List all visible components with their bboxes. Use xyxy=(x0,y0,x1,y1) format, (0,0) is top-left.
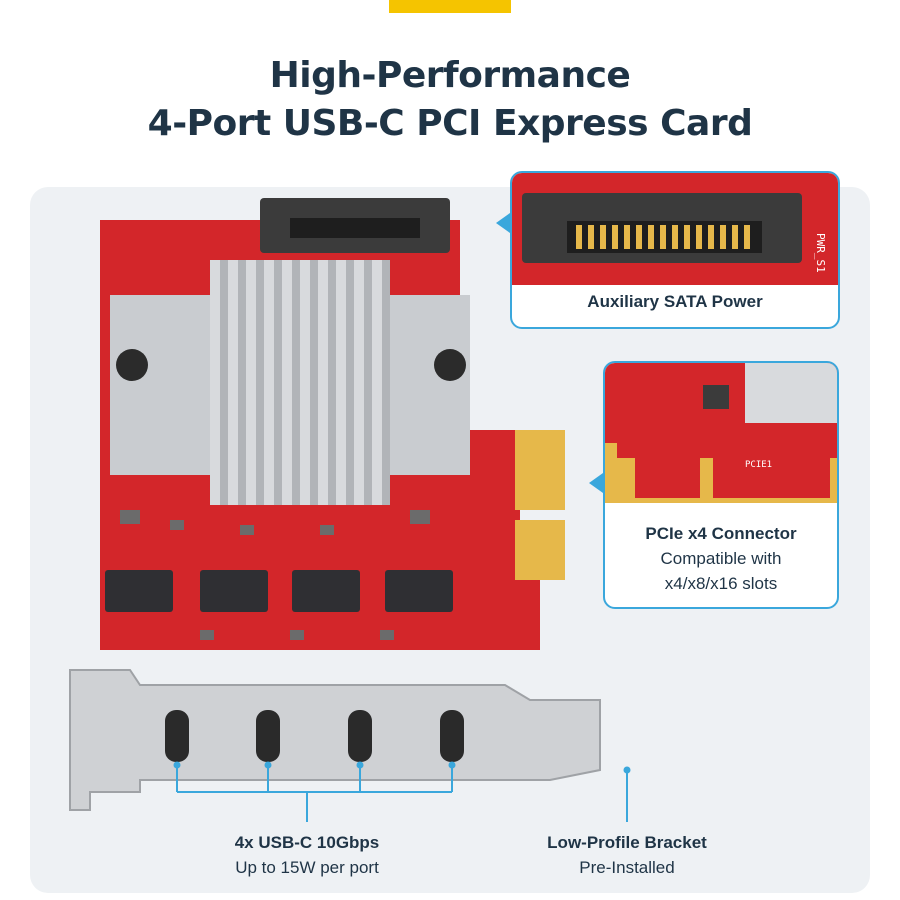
pcie-callout-pointer xyxy=(589,473,603,493)
usb-c-pcie-card-image xyxy=(69,198,601,811)
spring-screw-right xyxy=(434,349,466,381)
bracket-caption: Low-Profile Bracket Pre-Installed xyxy=(507,830,747,880)
pcie-callout-line3: x4/x8/x16 slots xyxy=(664,574,778,593)
heatsink xyxy=(110,260,470,505)
ports-caption: 4x USB-C 10Gbps Up to 15W per port xyxy=(187,830,427,880)
controller-chips xyxy=(105,570,453,612)
pcie-callout: PCIE1 PCIe x4 Connector Compatible with … xyxy=(603,361,839,609)
sata-silkscreen: PWR_S1 xyxy=(814,233,827,273)
page-title: High-Performance 4-Port USB-C PCI Expres… xyxy=(0,52,900,148)
accent-bar xyxy=(389,0,511,13)
title-line-1: High-Performance xyxy=(269,55,631,96)
pcie-silkscreen: PCIE1 xyxy=(745,460,772,470)
pcie-gold-fingers xyxy=(515,430,565,580)
pcie-zoom-image: PCIE1 xyxy=(605,363,837,503)
low-profile-bracket xyxy=(69,669,601,811)
pcie-callout-title: PCIe x4 Connector xyxy=(645,524,797,543)
sata-connector xyxy=(260,198,450,253)
sata-callout-pointer xyxy=(496,213,510,233)
usb-c-ports xyxy=(165,710,464,762)
small-components xyxy=(120,510,430,640)
ports-caption-subtitle: Up to 15W per port xyxy=(235,858,379,877)
bracket-caption-subtitle: Pre-Installed xyxy=(579,858,675,877)
bracket-caption-title: Low-Profile Bracket xyxy=(547,833,707,852)
title-line-2: 4-Port USB-C PCI Express Card xyxy=(147,103,753,144)
sata-zoom-image: PWR_S1 xyxy=(512,173,838,285)
pcie-callout-line2: Compatible with xyxy=(660,549,782,568)
ports-caption-title: 4x USB-C 10Gbps xyxy=(234,833,380,852)
sata-callout-label: Auxiliary SATA Power xyxy=(587,292,763,311)
spring-screw-left xyxy=(116,349,148,381)
pcie-callout-text: PCIe x4 Connector Compatible with x4/x8/… xyxy=(605,521,837,596)
sata-callout: PWR_S1 Auxiliary SATA Power xyxy=(510,171,840,329)
